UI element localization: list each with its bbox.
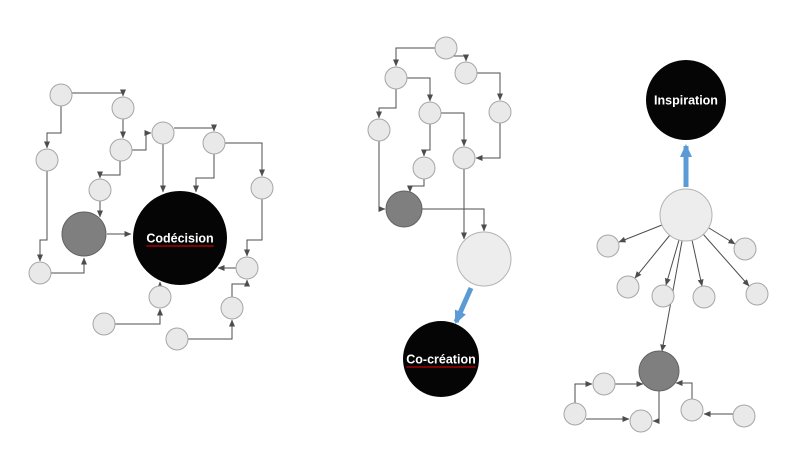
connector-arrow	[115, 308, 163, 325]
participant-node	[651, 284, 675, 308]
participant-node	[111, 96, 135, 120]
connector-arrow	[691, 239, 704, 287]
participant-node	[148, 285, 172, 309]
codecision-diagram: Codécision	[28, 83, 274, 351]
blue-flow-arrow	[453, 286, 474, 324]
participant-node	[434, 36, 458, 60]
connector-arrow	[421, 124, 431, 157]
connector-arrow	[378, 141, 386, 212]
co-creation-label: Co-création	[406, 352, 475, 366]
co-creation-diagram: Co-création	[367, 36, 512, 397]
connector-arrow	[188, 319, 235, 340]
participant-node	[220, 296, 244, 320]
participant-node	[454, 61, 478, 85]
connector-arrow	[407, 77, 433, 102]
codecision-hub-circle	[133, 191, 227, 285]
inspiration-label: Inspiration	[654, 93, 718, 107]
inspiration-hub-circle	[646, 60, 726, 140]
connector-arrow	[574, 381, 593, 403]
participant-node	[563, 402, 587, 426]
connector-arrow	[37, 171, 48, 262]
connector-arrow	[407, 179, 425, 193]
connector-arrow	[664, 239, 680, 286]
participant-node	[35, 148, 59, 172]
connector-arrow	[174, 124, 217, 132]
participant-node	[92, 312, 116, 336]
participant-node	[692, 285, 716, 309]
connector-arrow	[453, 54, 469, 62]
connector-arrow	[393, 47, 435, 67]
connector-arrow	[475, 123, 501, 161]
connector-arrow	[51, 257, 87, 274]
participant-node	[745, 282, 769, 306]
participant-node	[680, 398, 704, 422]
participant-node	[452, 146, 476, 170]
connector-arrow	[422, 208, 487, 232]
participant-node	[250, 176, 274, 200]
connector-arrow	[231, 279, 250, 297]
co-creation-hub-circle	[403, 321, 479, 397]
participant-node	[151, 121, 175, 145]
participant-node	[384, 66, 408, 90]
connector-arrow	[477, 72, 503, 101]
participant-node	[592, 372, 616, 396]
connector-arrow	[702, 233, 750, 287]
connector-arrow	[441, 112, 467, 147]
participant-node	[49, 83, 73, 107]
participant-node	[418, 101, 442, 125]
connector-arrow	[72, 89, 126, 97]
participant-node	[412, 156, 436, 180]
connector-arrow	[225, 142, 265, 177]
participant-node	[629, 409, 653, 433]
participant-node	[367, 118, 391, 142]
leader-node	[61, 211, 107, 257]
connector-arrow	[708, 227, 736, 245]
connector-arrow	[244, 199, 263, 257]
facilitator-node	[456, 231, 512, 287]
participant-node	[28, 261, 52, 285]
participant-node	[596, 234, 620, 258]
facilitator-node	[659, 188, 713, 242]
participant-node	[616, 275, 640, 299]
connector-arrow	[44, 106, 62, 149]
participant-node	[109, 138, 133, 162]
connector-arrow	[376, 89, 397, 119]
connector-arrow	[675, 380, 693, 399]
connector-arrow	[193, 154, 215, 193]
connector-arrow	[132, 130, 152, 151]
leader-node	[385, 190, 423, 228]
participant-node	[732, 404, 756, 428]
connector-arrow	[618, 224, 663, 243]
codecision-label: Codécision	[146, 231, 213, 245]
connector-arrow	[97, 161, 121, 179]
leader-node	[638, 350, 680, 392]
connector-arrow	[652, 391, 660, 424]
participant-node	[733, 237, 757, 261]
participant-node	[165, 327, 189, 351]
participant-node	[488, 100, 512, 124]
inspiration-diagram: Inspiration	[563, 60, 769, 433]
participant-node	[202, 131, 226, 155]
participant-node	[235, 256, 259, 280]
participant-node	[88, 178, 112, 202]
connector-arrow	[634, 234, 671, 279]
